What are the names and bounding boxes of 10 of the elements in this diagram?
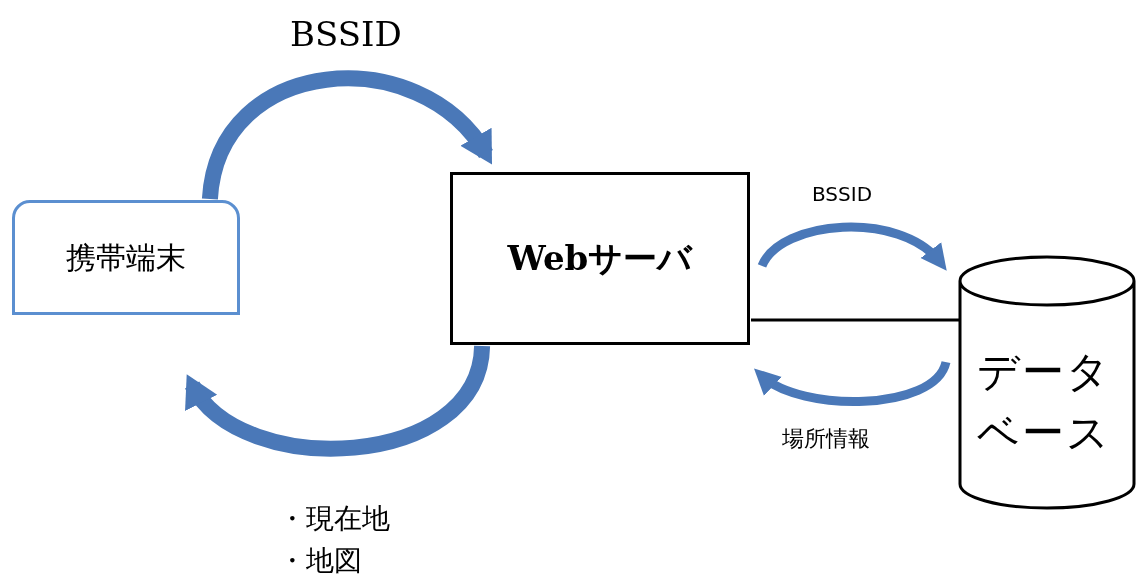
server-box: Webサーバ [450,172,750,345]
list-item: ・地図 [278,543,362,579]
curved-arrow [185,344,490,457]
list-item: ・現在地 [278,501,390,537]
curved-arrow [202,70,494,201]
curved-arrow [758,222,948,270]
curved-arrow [753,360,951,406]
device-box: 携帯端末 [12,200,240,315]
connector-line [751,318,959,322]
database-cylinder: データベース [958,255,1136,510]
